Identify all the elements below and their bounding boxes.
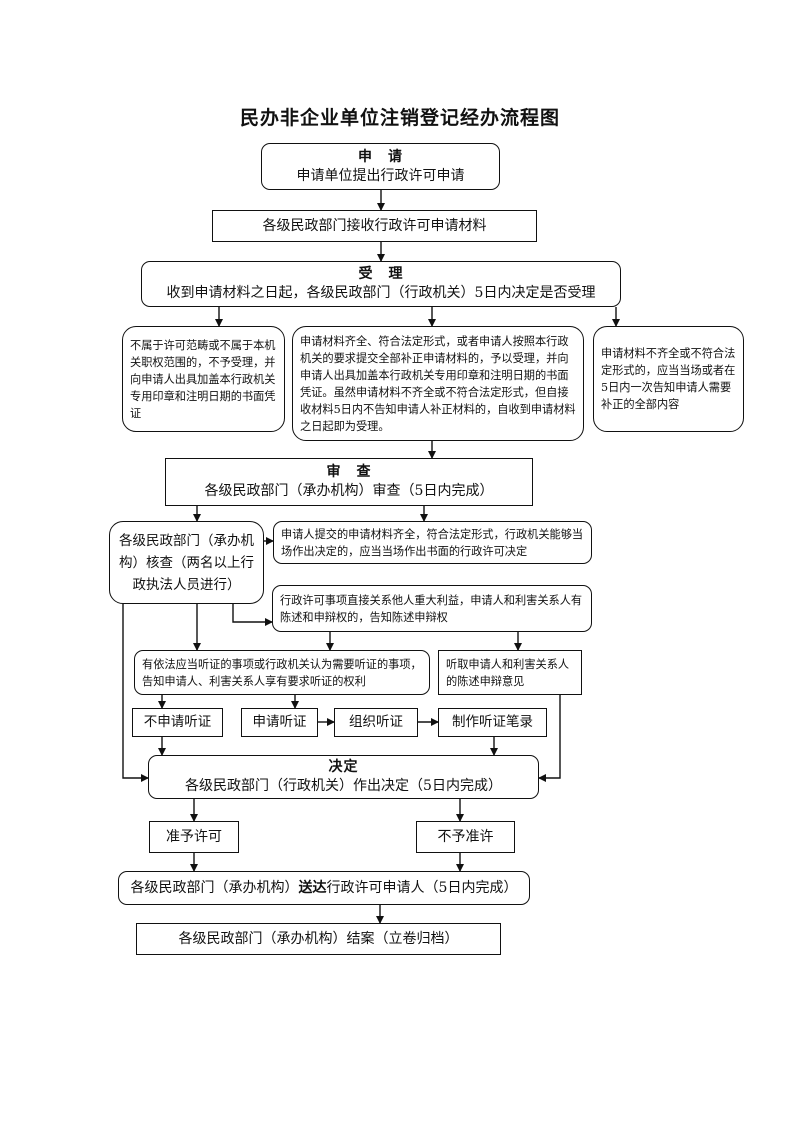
deliver-text: 各级民政部门（承办机构）送达行政许可申请人（5日内完成） [131,879,518,898]
statements-text: 听取申请人和利害关系人的陈述申辩意见 [446,657,570,688]
apply-box: 申 请 申请单位提出行政许可申请 [261,143,500,190]
review-heading: 审 查 [326,464,372,480]
deliver-text-part1: 各级民政部门（承办机构） [130,879,299,896]
verify-text: 各级民政部门（承办机构）核查（两名以上行政执法人员进行） [119,532,254,593]
hearing-record-label: 制作听证笔录 [452,714,533,730]
decision-heading: 决定 [328,759,359,775]
accept-heading: 受 理 [358,266,404,282]
close-text: 各级民政部门（承办机构）结案（立卷归档） [178,930,459,947]
arrow-verify-interest [232,604,273,626]
statements-box: 听取申请人和利害关系人的陈述申辩意见 [438,650,582,695]
supplement-branch-text: 申请材料不齐全或不符合法定形式的，应当当场或者在5日内一次告知申请人需要补正的全… [601,347,736,411]
verify-box: 各级民政部门（承办机构）核查（两名以上行政执法人员进行） [109,521,264,604]
interest-text: 行政许可事项直接关系他人重大利益，申请人和利害关系人有陈述和申辩权的，告知陈述申… [280,593,583,624]
no-hearing-box: 不申请听证 [132,708,223,737]
deliver-box: 各级民政部门（承办机构）送达行政许可申请人（5日内完成） [118,871,530,905]
onsite-decision-box: 申请人提交的申请材料齐全，符合法定形式，行政机关能够当场作出决定的，应当当场作出… [273,521,592,564]
apply-heading: 申 请 [358,148,403,165]
organize-hearing-box: 组织听证 [334,708,418,737]
supplement-branch-box: 申请材料不齐全或不符合法定形式的，应当当场或者在5日内一次告知申请人需要补正的全… [593,326,744,432]
accept-box: 受 理 收到申请材料之日起，各级民政部门（行政机关）5日内决定是否受理 [141,261,621,307]
accept-text: 收到申请材料之日起，各级民政部门（行政机关）5日内决定是否受理 [166,285,596,301]
decision-box: 决定 各级民政部门（行政机关）作出决定（5日内完成） [148,755,539,799]
receive-text: 各级民政部门接收行政许可申请材料 [262,217,487,234]
reject-branch-box: 不属于许可范畴或不属于本机关职权范围的，不予受理，并向申请人出具加盖本行政机关专… [122,326,285,432]
decision-text: 各级民政部门（行政机关）作出决定（5日内完成） [185,778,502,794]
receive-box: 各级民政部门接收行政许可申请材料 [212,210,537,242]
request-hearing-box: 申请听证 [241,708,318,737]
no-hearing-label: 不申请听证 [143,714,212,730]
deliver-text-bold: 送达 [298,879,327,896]
apply-text: 申请单位提出行政许可申请 [296,167,465,184]
close-box: 各级民政部门（承办机构）结案（立卷归档） [136,923,501,955]
arrow-statements-decision [538,695,561,782]
page-title: 民办非企业单位注销登记经办流程图 [239,107,560,129]
grant-label: 准予许可 [166,828,222,845]
deliver-text-part2: 行政许可申请人（5日内完成） [326,879,518,896]
arrow-verify-decision [122,604,149,782]
hearing-notice-box: 有依法应当听证的事项或行政机关认为需要听证的事项，告知申请人、利害关系人享有要求… [134,650,430,695]
organize-hearing-label: 组织听证 [349,714,403,730]
request-hearing-label: 申请听证 [252,714,307,730]
accepted-branch-box: 申请材料齐全、符合法定形式，或者申请人按照本行政机关的要求提交全部补正申请材料的… [292,326,584,441]
review-text: 各级民政部门（承办机构）审查（5日内完成） [204,483,494,499]
grant-box: 准予许可 [149,821,239,853]
hearing-notice-text: 有依法应当听证的事项或行政机关认为需要听证的事项，告知申请人、利害关系人享有要求… [142,657,422,688]
reject-branch-text: 不属于许可范畴或不属于本机关职权范围的，不予受理，并向申请人出具加盖本行政机关专… [130,338,276,420]
deny-label: 不予准许 [437,828,494,845]
review-box: 审 查 各级民政部门（承办机构）审查（5日内完成） [165,458,533,506]
hearing-record-box: 制作听证笔录 [438,708,547,737]
deny-box: 不予准许 [416,821,515,853]
onsite-decision-text: 申请人提交的申请材料齐全，符合法定形式，行政机关能够当场作出决定的，应当当场作出… [281,527,584,558]
interest-box: 行政许可事项直接关系他人重大利益，申请人和利害关系人有陈述和申辩权的，告知陈述申… [272,585,592,632]
accepted-branch-text: 申请材料齐全、符合法定形式，或者申请人按照本行政机关的要求提交全部补正申请材料的… [300,334,576,433]
